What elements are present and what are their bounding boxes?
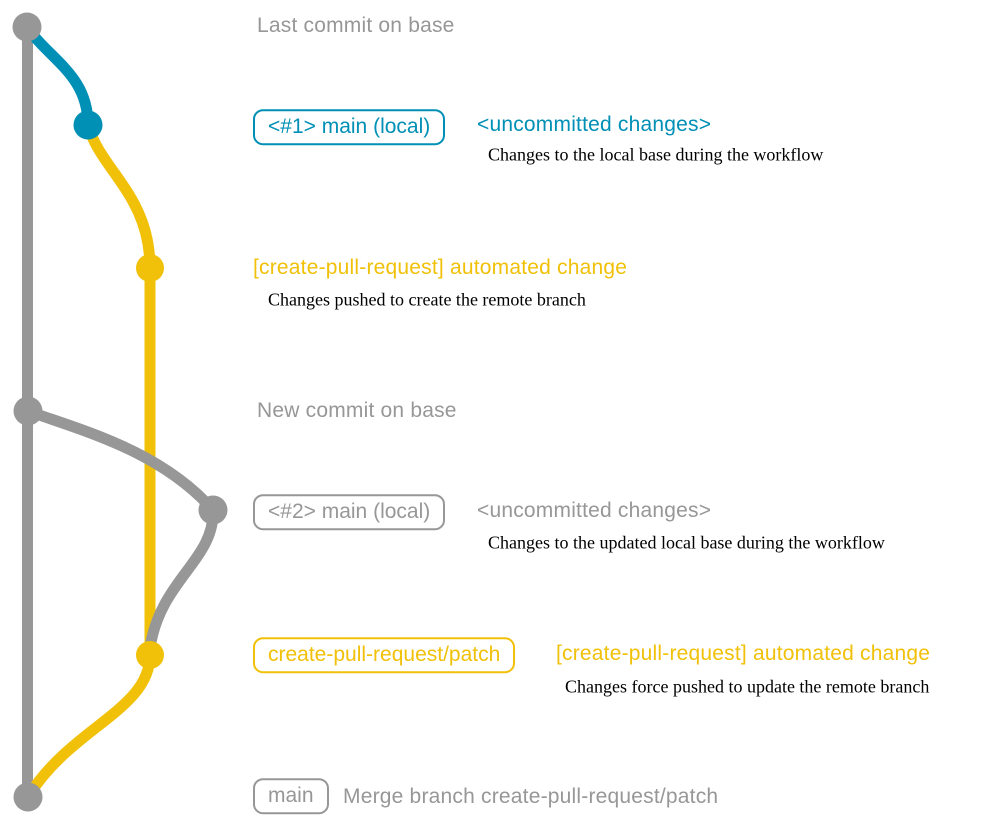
branch-badge-main-local-2: <#2> main (local) [253, 494, 446, 530]
create-pull-request-branch-path [22, 119, 156, 803]
commit-node-automated-change-1 [136, 254, 164, 282]
commit-message-last-commit-on-base: Last commit on base [257, 14, 455, 37]
uncommitted-1-branch-path [21, 21, 94, 131]
branch-badge-main: main [253, 778, 329, 814]
uncommitted-2-branch-path [22, 405, 219, 661]
commit-node-uncommitted-1 [73, 110, 103, 140]
commit-message-merge-branch: Merge branch create-pull-request/patch [343, 785, 719, 808]
annotation-local-base-changes-1: Changes to the local base during the wor… [488, 144, 824, 165]
commit-node-automated-change-2 [136, 641, 164, 669]
commit-node-uncommitted-2 [198, 495, 228, 525]
annotation-force-pushed-update-remote-branch: Changes force pushed to update the remot… [565, 676, 930, 697]
commit-message-uncommitted-changes-2: <uncommitted changes> [477, 499, 712, 522]
commit-message-uncommitted-changes-1: <uncommitted changes> [477, 113, 712, 136]
commit-node-last-base [12, 12, 42, 42]
commit-node-merge [13, 782, 43, 812]
commit-message-automated-change-1: [create-pull-request] automated change [253, 256, 628, 279]
git-graph [12, 12, 228, 812]
branch-badge-main-local-1: <#1> main (local) [253, 109, 446, 145]
annotation-pushed-create-remote-branch: Changes pushed to create the remote bran… [268, 289, 586, 310]
annotation-local-base-changes-2: Changes to the updated local base during… [488, 532, 885, 553]
commit-node-new-base [13, 396, 43, 426]
branch-badge-create-pull-request-patch: create-pull-request/patch [253, 637, 516, 673]
commit-message-new-commit-on-base: New commit on base [257, 399, 457, 422]
commit-message-automated-change-2: [create-pull-request] automated change [556, 642, 931, 665]
